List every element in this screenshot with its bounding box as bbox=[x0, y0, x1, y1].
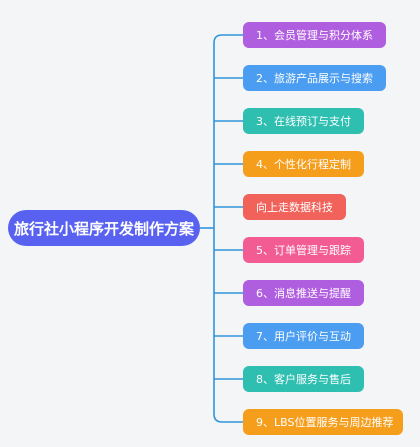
branch-node-label: 1、会员管理与积分体系 bbox=[256, 29, 373, 42]
branch-node-label: 8、客户服务与售后 bbox=[256, 373, 351, 386]
root-node-label: 旅行社小程序开发制作方案 bbox=[13, 219, 194, 238]
branch-node-brand[interactable]: 向上走数据科技 bbox=[243, 194, 346, 220]
branch-node-label: 3、在线预订与支付 bbox=[256, 115, 351, 128]
branch-node-1[interactable]: 1、会员管理与积分体系 bbox=[243, 22, 386, 48]
branch-node-4[interactable]: 4、个性化行程定制 bbox=[243, 151, 364, 177]
branch-node-9[interactable]: 9、LBS位置服务与周边推荐 bbox=[243, 409, 403, 435]
branch-node-label: 6、消息推送与提醒 bbox=[256, 287, 351, 300]
branch-node-2[interactable]: 2、旅游产品展示与搜索 bbox=[243, 65, 386, 91]
root-node[interactable]: 旅行社小程序开发制作方案 bbox=[8, 210, 200, 246]
branch-node-8[interactable]: 8、客户服务与售后 bbox=[243, 366, 364, 392]
branch-node-label: 7、用户评价与互动 bbox=[256, 330, 351, 343]
branch-node-label: 9、LBS位置服务与周边推荐 bbox=[256, 416, 394, 429]
branch-node-5[interactable]: 5、订单管理与跟踪 bbox=[243, 237, 364, 263]
trunk-line bbox=[213, 34, 223, 423]
branch-node-3[interactable]: 3、在线预订与支付 bbox=[243, 108, 364, 134]
branch-node-label: 2、旅游产品展示与搜索 bbox=[256, 72, 373, 85]
branch-node-7[interactable]: 7、用户评价与互动 bbox=[243, 323, 364, 349]
branch-node-label: 向上走数据科技 bbox=[256, 201, 333, 214]
branch-node-label: 5、订单管理与跟踪 bbox=[256, 244, 351, 257]
branch-node-6[interactable]: 6、消息推送与提醒 bbox=[243, 280, 364, 306]
branch-node-label: 4、个性化行程定制 bbox=[256, 158, 351, 171]
